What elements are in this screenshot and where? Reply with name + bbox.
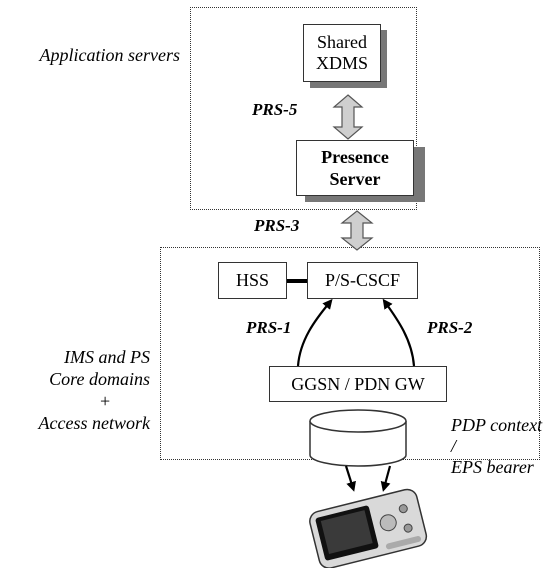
prs1-arrow [296,298,333,367]
hss-box: HSS [218,262,287,299]
domains-label: IMS and PS Core domains + Access network [38,347,150,433]
prs5-label: PRS-5 [252,100,298,119]
prs3-double-arrow [340,210,374,251]
pdp-context-label: PDP context / EPS bearer [451,415,543,477]
down-arrow-left [344,465,356,492]
presence-server-box: Presence Server [296,140,414,196]
prs1-label: PRS-1 [246,318,292,337]
down-arrow-right [380,465,392,492]
prs3-label: PRS-3 [254,216,300,235]
shared-xdms-box: Shared XDMS [303,24,381,82]
ggsn-box: GGSN / PDN GW [269,366,447,402]
prs2-label: PRS-2 [427,318,473,337]
pscscf-box: P/S-CSCF [307,262,418,299]
bearer-cylinder [309,409,407,467]
prs2-arrow [382,298,416,367]
mobile-device-icon [309,488,428,568]
application-servers-label: Application servers [39,45,180,65]
prs5-double-arrow [332,94,364,140]
application-servers-container [190,7,417,210]
